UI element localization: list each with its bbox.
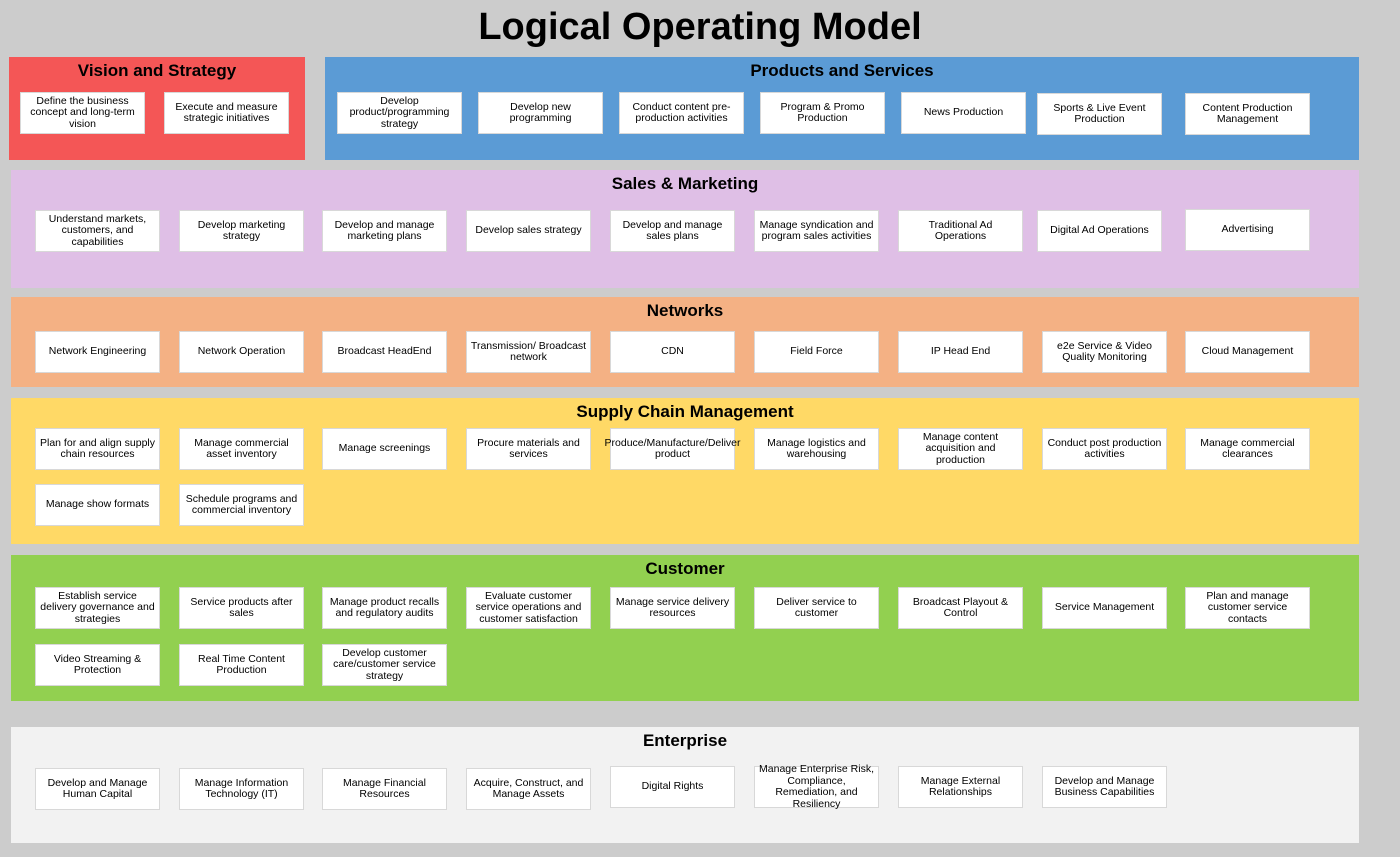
capability-box[interactable]: Manage service delivery resources (610, 587, 735, 629)
capability-box[interactable]: Transmission/ Broadcast network (466, 331, 591, 373)
capability-box[interactable]: Develop and manage sales plans (610, 210, 735, 252)
capability-box[interactable]: Develop marketing strategy (179, 210, 304, 252)
capability-box[interactable]: Produce/Manufacture/Deliver product (605, 428, 741, 470)
capability-box[interactable]: Manage logistics and warehousing (754, 428, 879, 470)
band-supply-chain-management: Supply Chain Management Plan for and ali… (11, 398, 1359, 544)
capability-box[interactable]: Manage product recalls and regulatory au… (322, 587, 447, 629)
capability-box[interactable]: Plan and manage customer service contact… (1185, 587, 1310, 629)
capability-box[interactable]: Acquire, Construct, and Manage Assets (466, 768, 591, 810)
capability-box[interactable]: Network Engineering (35, 331, 160, 373)
capability-box[interactable]: News Production (901, 92, 1026, 134)
capability-box[interactable]: Video Streaming & Protection (35, 644, 160, 686)
capability-box[interactable]: Manage show formats (35, 484, 160, 526)
band-title: Networks (646, 301, 724, 320)
capability-box[interactable]: Broadcast Playout & Control (898, 587, 1023, 629)
band-sales-and-marketing: Sales & Marketing Understand markets, cu… (11, 170, 1359, 288)
capability-box[interactable]: Network Operation (179, 331, 304, 373)
capability-box[interactable]: Content Production Management (1185, 93, 1310, 135)
capability-box[interactable]: Define the business concept and long-ter… (20, 92, 145, 134)
capability-box[interactable]: e2e Service & Video Quality Monitoring (1042, 331, 1167, 373)
capability-box[interactable]: Develop sales strategy (466, 210, 591, 252)
capability-box[interactable]: Broadcast HeadEnd (322, 331, 447, 373)
band-title: Vision and Strategy (77, 61, 237, 80)
band-title: Enterprise (642, 731, 728, 750)
capability-box[interactable]: Manage Financial Resources (322, 768, 447, 810)
capability-box[interactable]: Advertising (1185, 209, 1310, 251)
capability-box[interactable]: Digital Rights (610, 766, 735, 808)
capability-box[interactable]: Manage commercial asset inventory (179, 428, 304, 470)
band-customer: Customer Establish service delivery gove… (11, 555, 1359, 701)
capability-box[interactable]: Evaluate customer service operations and… (466, 587, 591, 629)
page-title: Logical Operating Model (478, 6, 922, 48)
band-vision-and-strategy: Vision and Strategy Define the business … (9, 57, 305, 160)
capability-box[interactable]: Manage External Relationships (898, 766, 1023, 808)
capability-box[interactable]: Procure materials and services (466, 428, 591, 470)
capability-box[interactable]: Traditional Ad Operations (898, 210, 1023, 252)
capability-box[interactable]: Cloud Management (1185, 331, 1310, 373)
band-title: Customer (645, 559, 725, 578)
capability-box[interactable]: Understand markets, customers, and capab… (35, 210, 160, 252)
capability-box[interactable]: Develop new programming (478, 92, 603, 134)
capability-box[interactable]: CDN (610, 331, 735, 373)
capability-box[interactable]: Field Force (754, 331, 879, 373)
capability-box[interactable]: IP Head End (898, 331, 1023, 373)
capability-box[interactable]: Develop and Manage Human Capital (35, 768, 160, 810)
band-title: Products and Services (750, 61, 934, 80)
capability-box[interactable]: Manage screenings (322, 428, 447, 470)
capability-box[interactable]: Develop and manage marketing plans (322, 210, 447, 252)
capability-box[interactable]: Program & Promo Production (760, 92, 885, 134)
capability-box[interactable]: Develop customer care/customer service s… (322, 644, 447, 686)
capability-box[interactable]: Schedule programs and commercial invento… (179, 484, 304, 526)
capability-box[interactable]: Digital Ad Operations (1037, 210, 1162, 252)
capability-box[interactable]: Conduct post production activities (1042, 428, 1167, 470)
capability-box[interactable]: Sports & Live Event Production (1037, 93, 1162, 135)
capability-box[interactable]: Deliver service to customer (754, 587, 879, 629)
capability-box[interactable]: Service Management (1042, 587, 1167, 629)
capability-box[interactable]: Establish service delivery governance an… (35, 587, 160, 629)
capability-box[interactable]: Manage Information Technology (IT) (179, 768, 304, 810)
capability-box[interactable]: Manage Enterprise Risk, Compliance, Reme… (754, 763, 879, 809)
band-title: Supply Chain Management (576, 402, 794, 421)
capability-box[interactable]: Manage content acquisition and productio… (898, 428, 1023, 470)
capability-box[interactable]: Real Time Content Production (179, 644, 304, 686)
capability-box[interactable]: Manage commercial clearances (1185, 428, 1310, 470)
capability-box[interactable]: Plan for and align supply chain resource… (35, 428, 160, 470)
capability-box[interactable]: Develop and Manage Business Capabilities (1042, 766, 1167, 808)
capability-box[interactable]: Develop product/programming strategy (337, 92, 462, 134)
band-networks: Networks Network Engineering Network Ope… (11, 297, 1359, 387)
band-products-and-services: Products and Services Develop product/pr… (325, 57, 1359, 160)
band-title: Sales & Marketing (611, 174, 759, 193)
capability-box[interactable]: Service products after sales (179, 587, 304, 629)
capability-box[interactable]: Conduct content pre-production activitie… (619, 92, 744, 134)
capability-box[interactable]: Manage syndication and program sales act… (754, 210, 879, 252)
capability-box[interactable]: Execute and measure strategic initiative… (164, 92, 289, 134)
band-enterprise: Enterprise Develop and Manage Human Capi… (11, 727, 1359, 843)
